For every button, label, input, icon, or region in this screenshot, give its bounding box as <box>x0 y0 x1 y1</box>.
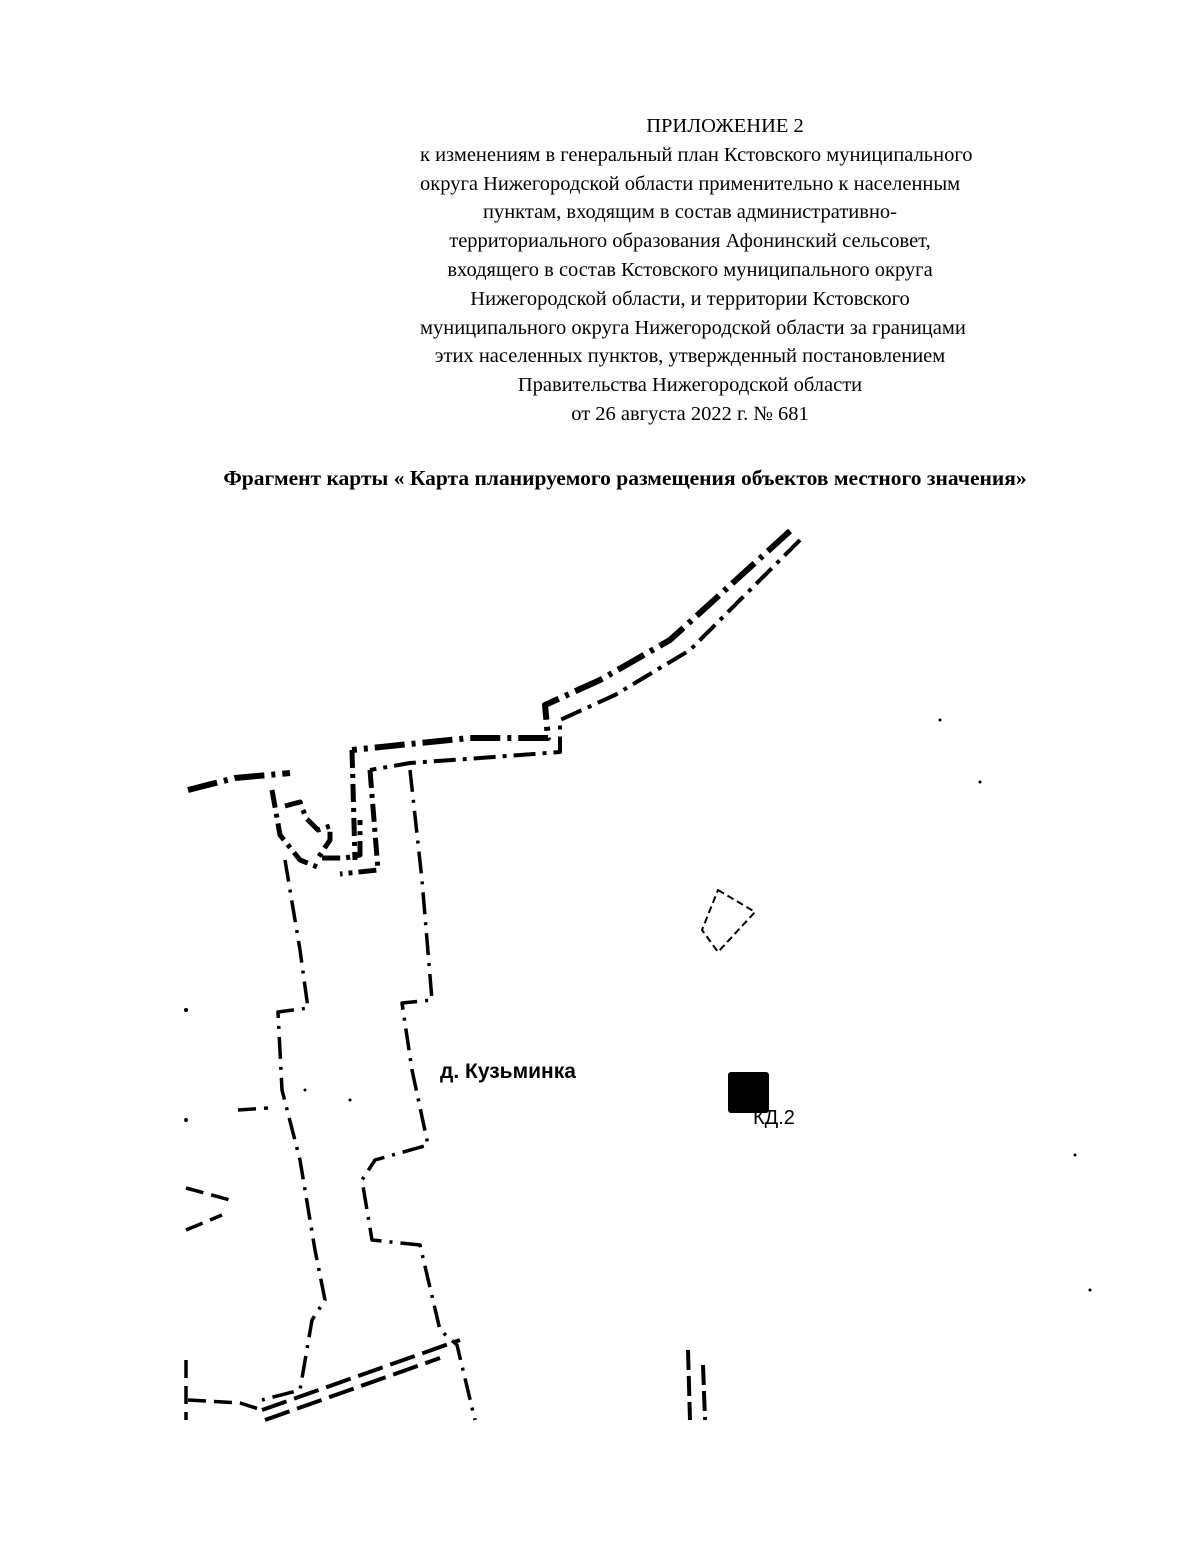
left-edge-fragments <box>184 1106 269 1420</box>
district-boundary-upper <box>187 528 793 793</box>
appendix-line: пунктам, входящим в состав административ… <box>482 201 897 224</box>
district-boundary-parallel <box>369 538 802 772</box>
appendix-title: ПРИЛОЖЕНИЕ 2 <box>646 115 804 137</box>
appendix-line: Правительства Нижегородской области <box>517 374 863 397</box>
appendix-line: Нижегородской области, и территории Ксто… <box>470 287 910 310</box>
appendix-line: входящего в состав Кстовского муниципаль… <box>447 258 933 281</box>
settlement-label: д. Кузьминка <box>440 1060 576 1083</box>
appendix-line: этих населенных пунктов, утвержденный по… <box>434 345 946 368</box>
map-title: Фрагмент карты « Карта планируемого разм… <box>223 466 1027 490</box>
appendix-line: территориального образования Афонинский … <box>449 230 931 253</box>
appendix-header: ПРИЛОЖЕНИЕ 2 к изменениям в генеральный … <box>420 112 973 429</box>
appendix-date-line: от 26 августа 2022 г. № 681 <box>571 402 809 425</box>
appendix-line: округа Нижегородской области применитель… <box>420 172 961 195</box>
settlement-boundary <box>261 769 477 1421</box>
road-lines <box>261 1338 461 1422</box>
object-code-label: КД.2 <box>753 1107 795 1129</box>
appendix-line: к изменениям в генеральный план Кстовско… <box>420 143 973 166</box>
planned-object-marker <box>728 1072 769 1113</box>
notch-boundary <box>269 749 381 877</box>
lower-right-boundary <box>686 1349 707 1421</box>
scattered-dots <box>184 718 1092 1292</box>
appendix-line: муниципального округа Нижегородской обла… <box>420 316 966 339</box>
small-parcel-outline <box>701 889 756 953</box>
